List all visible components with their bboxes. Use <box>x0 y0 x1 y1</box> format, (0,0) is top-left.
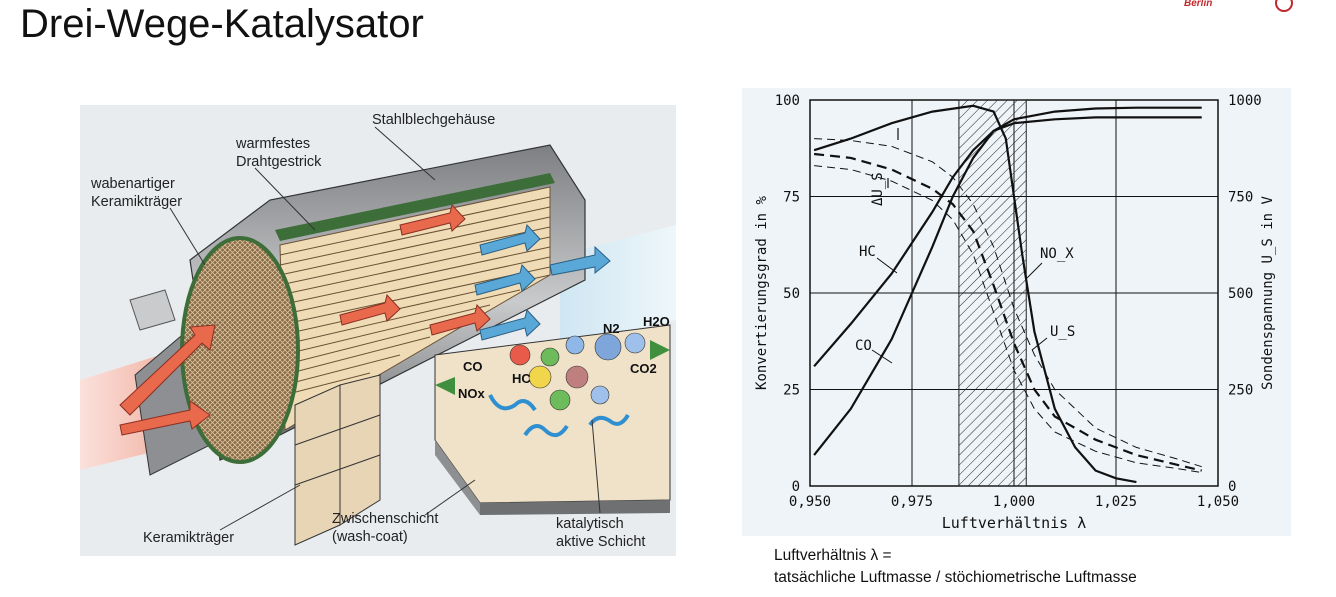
series-u-s-lower- <box>814 165 1202 473</box>
annotation-hc: HC <box>859 244 876 260</box>
x-tick-label: 1,025 <box>1095 494 1137 510</box>
caption-line-1: Luftverhältnis λ = <box>774 547 892 564</box>
label-wire-mesh-1: warmfestes <box>235 136 310 152</box>
label-honeycomb-1: wabenartiger <box>90 176 175 192</box>
series-u-s <box>813 152 1202 472</box>
nox-leader-line <box>1026 262 1043 279</box>
catalytic-converter-illustration: Stahlblechgehäuse warmfestes Drahtgestri… <box>80 105 676 556</box>
co-leader-line <box>871 349 893 364</box>
mol-co2: CO2 <box>630 361 657 376</box>
label-housing: Stahlblechgehäuse <box>372 112 495 128</box>
mol-nox: NOx <box>458 386 486 401</box>
lambda-window-shade <box>958 99 1027 487</box>
label-wash-coat-2: (wash-coat) <box>332 529 408 545</box>
label-wash-coat-1: Zwischenschicht <box>332 511 438 527</box>
x-tick-label: 1,000 <box>993 494 1035 510</box>
mol-n2: N2 <box>603 321 620 336</box>
hc-leader-line <box>876 257 898 274</box>
y-right-tick-label: 750 <box>1228 190 1253 206</box>
annotation-nox: NO_X <box>1040 246 1074 262</box>
converter-drawing: Stahlblechgehäuse warmfestes Drahtgestri… <box>80 105 676 556</box>
mol-co: CO <box>463 359 483 374</box>
series-u-s-upper- <box>814 138 1202 468</box>
caption-line-2: tatsächliche Luftmasse / stöchiometrisch… <box>774 569 1137 586</box>
annotation-delta-us: ΔU_S <box>870 172 886 206</box>
x-tick-label: 0,950 <box>789 494 831 510</box>
y-left-tick-label: 100 <box>775 93 800 109</box>
y-right-tick-label: 250 <box>1228 383 1253 399</box>
x-tick-label: 1,050 <box>1197 494 1239 510</box>
label-catalytic-2: aktive Schicht <box>556 534 645 550</box>
us-leader-line <box>1031 337 1048 351</box>
y-left-axis-label: Konvertierungsgrad in % <box>754 196 770 390</box>
series-co <box>813 116 1202 456</box>
y-right-tick-label: 500 <box>1228 286 1253 302</box>
y-left-tick-label: 25 <box>783 383 800 399</box>
annotation-co: CO <box>855 338 872 354</box>
label-wire-mesh-2: Drahtgestrick <box>236 154 322 170</box>
annotation-us: U_S <box>1050 324 1075 340</box>
label-catalytic-1: katalytisch <box>556 516 624 532</box>
series-no-x <box>813 104 1137 484</box>
mol-hc: HC <box>512 371 531 386</box>
y-right-axis-label: Sondenspannung U_S in V <box>1260 196 1276 390</box>
mol-h2o: H2O <box>643 314 670 329</box>
logo-text: Berlin <box>1184 0 1213 9</box>
y-left-tick-label: 50 <box>783 286 800 302</box>
y-left-tick-label: 0 <box>792 479 800 495</box>
logo-mark-icon <box>1275 0 1293 12</box>
x-axis-label: Luftverhältnis λ <box>942 514 1087 532</box>
label-ceramic-carrier: Keramikträger <box>143 530 234 546</box>
y-right-tick-label: 1000 <box>1228 93 1262 109</box>
slide-title: Drei-Wege-Katalysator <box>20 2 424 46</box>
logo: Berlin <box>1180 0 1336 14</box>
y-right-tick-label: 0 <box>1228 479 1236 495</box>
label-honeycomb-2: Keramikträger <box>91 194 182 210</box>
caption: Luftverhältnis λ = tatsächliche Luftmass… <box>774 545 1137 589</box>
y-left-tick-label: 75 <box>783 190 800 206</box>
x-tick-label: 0,975 <box>891 494 933 510</box>
